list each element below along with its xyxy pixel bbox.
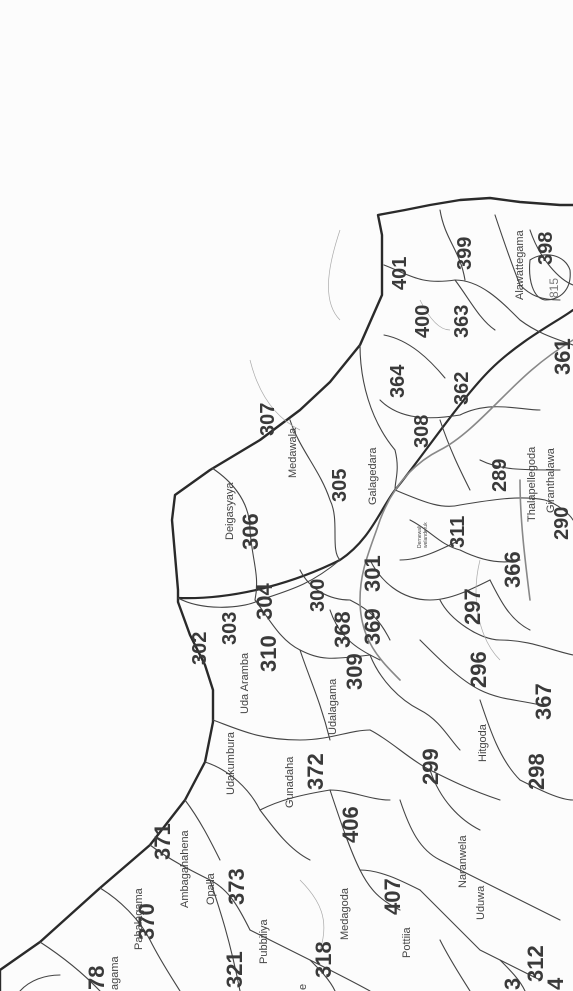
division-303[interactable]: 303 [219, 611, 241, 645]
place-opalla: Opalla [205, 873, 217, 905]
place-tiny-label: Dernewali welanderuk [417, 522, 429, 548]
division-815[interactable]: 815 [547, 277, 561, 298]
division-310[interactable]: 310 [256, 635, 281, 672]
division-296[interactable]: 296 [466, 651, 491, 688]
division-373[interactable]: 373 [224, 868, 249, 905]
place-gunadaha: Gunadaha [284, 756, 296, 808]
place-pottiia: Pottiia [401, 927, 413, 958]
division-401[interactable]: 401 [389, 256, 411, 290]
division-398[interactable]: 398 [535, 231, 557, 265]
division-3[interactable]: 3 [500, 977, 525, 990]
division-369[interactable]: 369 [360, 608, 385, 645]
place-medagoda: Medagoda [339, 888, 351, 940]
division-298[interactable]: 298 [524, 753, 549, 790]
division-368[interactable]: 368 [330, 611, 355, 648]
division-78[interactable]: 78 [84, 965, 109, 990]
place-uduwa: Uduwa [475, 885, 487, 920]
place-e-partial: e [297, 983, 309, 990]
division-304[interactable]: 304 [252, 583, 277, 620]
place-ambagahahena: Ambagahahena [179, 830, 191, 908]
division-407[interactable]: 407 [380, 878, 405, 915]
division-371[interactable]: 371 [150, 823, 175, 860]
place-deigasyaya: Deigasyaya [224, 482, 236, 540]
place-uda-aramba: Uda Aramba [239, 652, 251, 714]
place-naranwela: Naranwela [457, 835, 469, 888]
division-400[interactable]: 400 [412, 304, 434, 338]
division-300[interactable]: 300 [307, 578, 329, 612]
division-362[interactable]: 362 [451, 371, 473, 405]
division-306[interactable]: 306 [238, 513, 263, 550]
place-agama-partial: agama [109, 956, 121, 990]
division-318[interactable]: 318 [311, 941, 336, 978]
division-399[interactable]: 399 [454, 236, 476, 270]
place-giranthalawa: Giranthalawa [545, 448, 557, 513]
division-311[interactable]: 311 [447, 515, 469, 548]
division-299[interactable]: 299 [418, 748, 443, 785]
division-305[interactable]: 305 [329, 468, 351, 502]
place-udalagama: Udalagama [327, 678, 339, 735]
place-hitgoda: Hitgoda [477, 724, 489, 762]
place-thalapellegoda: Thalapellegoda [526, 446, 538, 522]
division-301[interactable]: 301 [360, 555, 385, 592]
division-366[interactable]: 366 [500, 551, 525, 588]
outer-boundary [0, 196, 573, 991]
division-297[interactable]: 297 [460, 588, 485, 625]
division-372[interactable]: 372 [303, 753, 328, 790]
place-galagedara: Galagedara [367, 447, 379, 506]
place-udakumbura: Udakumbura [225, 732, 237, 795]
place-alawattegama: Alawattegama [514, 230, 526, 300]
division-364[interactable]: 364 [387, 364, 409, 398]
division-308[interactable]: 308 [411, 414, 433, 448]
place-pubbiliya: Pubbiliya [258, 919, 270, 964]
division-367[interactable]: 367 [531, 683, 556, 720]
division-361[interactable]: 361 [550, 338, 573, 375]
division-302[interactable]: 302 [189, 631, 211, 665]
place-medawala: Medawala [287, 427, 299, 478]
division-309[interactable]: 309 [342, 653, 367, 690]
division-312[interactable]: 312 [523, 945, 548, 982]
division-363[interactable]: 363 [451, 304, 473, 338]
division-289[interactable]: 289 [489, 458, 511, 492]
division-406[interactable]: 406 [338, 806, 363, 843]
place-pahalagama: Pahalagama [133, 888, 145, 950]
division-321[interactable]: 321 [222, 951, 247, 988]
division-4[interactable]: 4 [543, 977, 568, 990]
division-307[interactable]: 307 [257, 402, 279, 436]
